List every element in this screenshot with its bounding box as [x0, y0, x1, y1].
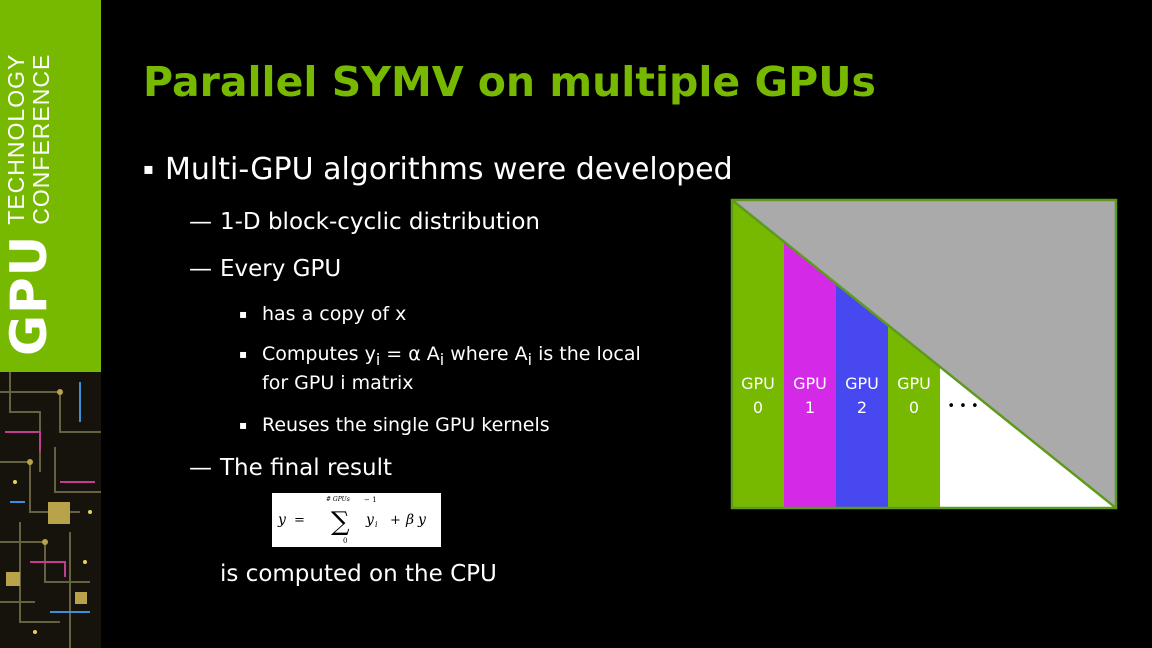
- brand-panel: [0, 0, 101, 372]
- sidebar: GPU TECHNOLOGY CONFERENCE: [0, 0, 101, 648]
- formula-lower-limit: 0: [343, 537, 347, 545]
- formula-sum-sign: ∑: [331, 507, 350, 537]
- gpu-label-bottom: 0: [753, 398, 763, 417]
- gpu-label-bottom: 2: [857, 398, 867, 417]
- gpu-label-top: GPU: [897, 374, 931, 393]
- bullet-marker: —: [189, 256, 212, 282]
- gpu-label-bottom: 0: [909, 398, 919, 417]
- logo-conference: CONFERENCE: [28, 53, 54, 225]
- formula-plus: +: [390, 513, 401, 528]
- bullet-marker: ▪: [239, 418, 248, 432]
- gpu-label-top: GPU: [793, 374, 827, 393]
- bullet-marker: ▪: [239, 307, 248, 321]
- bullet-computes: ▪ Computes yi = α Ai where Ai is the loca…: [239, 343, 641, 369]
- bullet-text: Reuses the single GPU kernels: [262, 414, 550, 436]
- bullet-marker: ▪: [239, 347, 248, 361]
- formula-beta: β: [405, 512, 414, 528]
- bullet-every-gpu: — Every GPU: [189, 256, 341, 284]
- bullet-marker: —: [189, 455, 212, 481]
- bullet-text: 1-D block-cyclic distribution: [220, 209, 540, 235]
- circuit-board-image: [0, 372, 101, 648]
- formula-y: y: [417, 512, 427, 528]
- formula-minus-one: − 1: [364, 496, 377, 504]
- bullet-text: The final result: [220, 455, 393, 481]
- bullet-marker: ▪: [143, 159, 154, 178]
- formula-term: y: [365, 512, 375, 528]
- gpu-0-column: [732, 200, 784, 508]
- logo-words: TECHNOLOGY CONFERENCE: [3, 53, 54, 225]
- more-gpus-ellipsis: • • •: [947, 399, 978, 414]
- bullet-text: Multi-GPU algorithms were developed: [165, 152, 733, 187]
- logo-gpu-text: GPU: [0, 234, 58, 356]
- gpu-label-top: GPU: [741, 374, 775, 393]
- gpu-label-bottom: 1: [805, 398, 815, 417]
- logo-technology: TECHNOLOGY: [3, 53, 29, 225]
- formula-term-subscript: i: [375, 520, 378, 529]
- formula-lhs: y: [277, 512, 287, 528]
- formula-image: y = # GPUs − 1 ∑ 0 y i + β y: [272, 493, 441, 547]
- bullet-reuses-kernels: ▪ Reuses the single GPU kernels: [239, 414, 550, 437]
- bullet-copy-of-x: ▪ has a copy of x: [239, 303, 406, 326]
- bullet-text: Every GPU: [220, 256, 342, 282]
- gpu-distribution-diagram: GPU 0 GPU 1 GPU 2 GPU 0 • • •: [730, 198, 1118, 510]
- gpu-label-top: GPU: [845, 374, 879, 393]
- diagonal-line: [731, 199, 1117, 509]
- formula-upper-limit: # GPUs: [326, 496, 350, 503]
- bullet-multi-gpu: ▪ Multi-GPU algorithms were developed: [143, 152, 733, 188]
- slide-title: Parallel SYMV on multiple GPUs: [143, 58, 876, 106]
- matrix-border: [730, 198, 1118, 510]
- bullet-final-result: — The final result: [189, 455, 392, 483]
- gtc-logo: GPU TECHNOLOGY CONFERENCE: [0, 53, 58, 356]
- bullet-marker: —: [189, 209, 212, 235]
- formula-equals: =: [294, 513, 305, 528]
- bullet-text: Computes yi = α Ai where Ai is the local: [262, 343, 641, 369]
- bullet-computes-continued: for GPU i matrix: [262, 372, 414, 394]
- bullet-text: has a copy of x: [262, 303, 407, 325]
- bullet-computed-on-cpu: is computed on the CPU: [220, 561, 497, 587]
- bullet-block-cyclic: — 1-D block-cyclic distribution: [189, 209, 540, 237]
